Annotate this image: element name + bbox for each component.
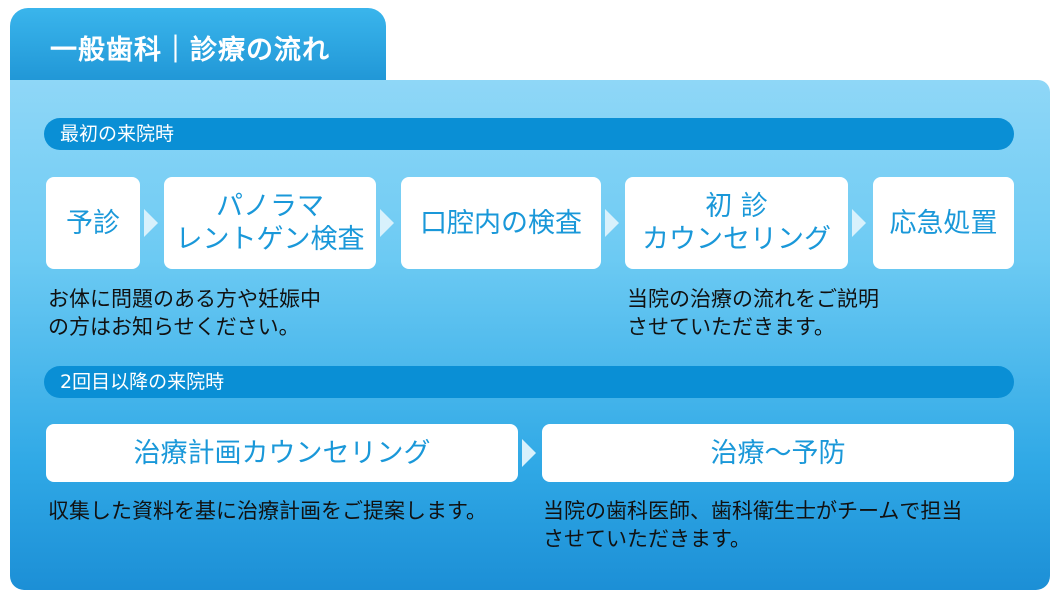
step-panorama-xray: パノラマ レントゲン検査 <box>164 177 376 269</box>
note-health-condition: お体に問題のある方や妊娠中 の方はお知らせください。 <box>48 287 321 339</box>
arrow-right-icon <box>380 209 394 237</box>
step-treatment-plan-counseling: 治療計画カウンセリング <box>46 424 518 482</box>
note-team-care: 当院の歯科医師、歯科衛生士がチームで担当 させていただきます。 <box>543 499 963 551</box>
section-label-first-visit: 最初の来院時 <box>44 118 1014 150</box>
page-title: 一般歯科｜診療の流れ <box>50 35 330 66</box>
header-tab <box>10 8 386 86</box>
step-initial-counseling: 初 診 カウンセリング <box>625 177 848 269</box>
note-treatment-proposal: 収集した資料を基に治療計画をご提案します。 <box>48 499 487 523</box>
note-treatment-explanation: 当院の治療の流れをご説明 させていただきます。 <box>627 287 879 339</box>
arrow-right-icon <box>144 209 158 237</box>
section-label-repeat-visit: 2回目以降の来院時 <box>44 366 1014 398</box>
arrow-right-icon <box>522 439 536 467</box>
flow-panel <box>10 80 1050 590</box>
step-emergency-treatment: 応急処置 <box>873 177 1014 269</box>
arrow-right-icon <box>852 209 866 237</box>
step-preliminary-exam: 予診 <box>46 177 140 269</box>
arrow-right-icon <box>605 209 619 237</box>
step-treatment-prevention: 治療～予防 <box>542 424 1014 482</box>
step-oral-exam: 口腔内の検査 <box>401 177 601 269</box>
